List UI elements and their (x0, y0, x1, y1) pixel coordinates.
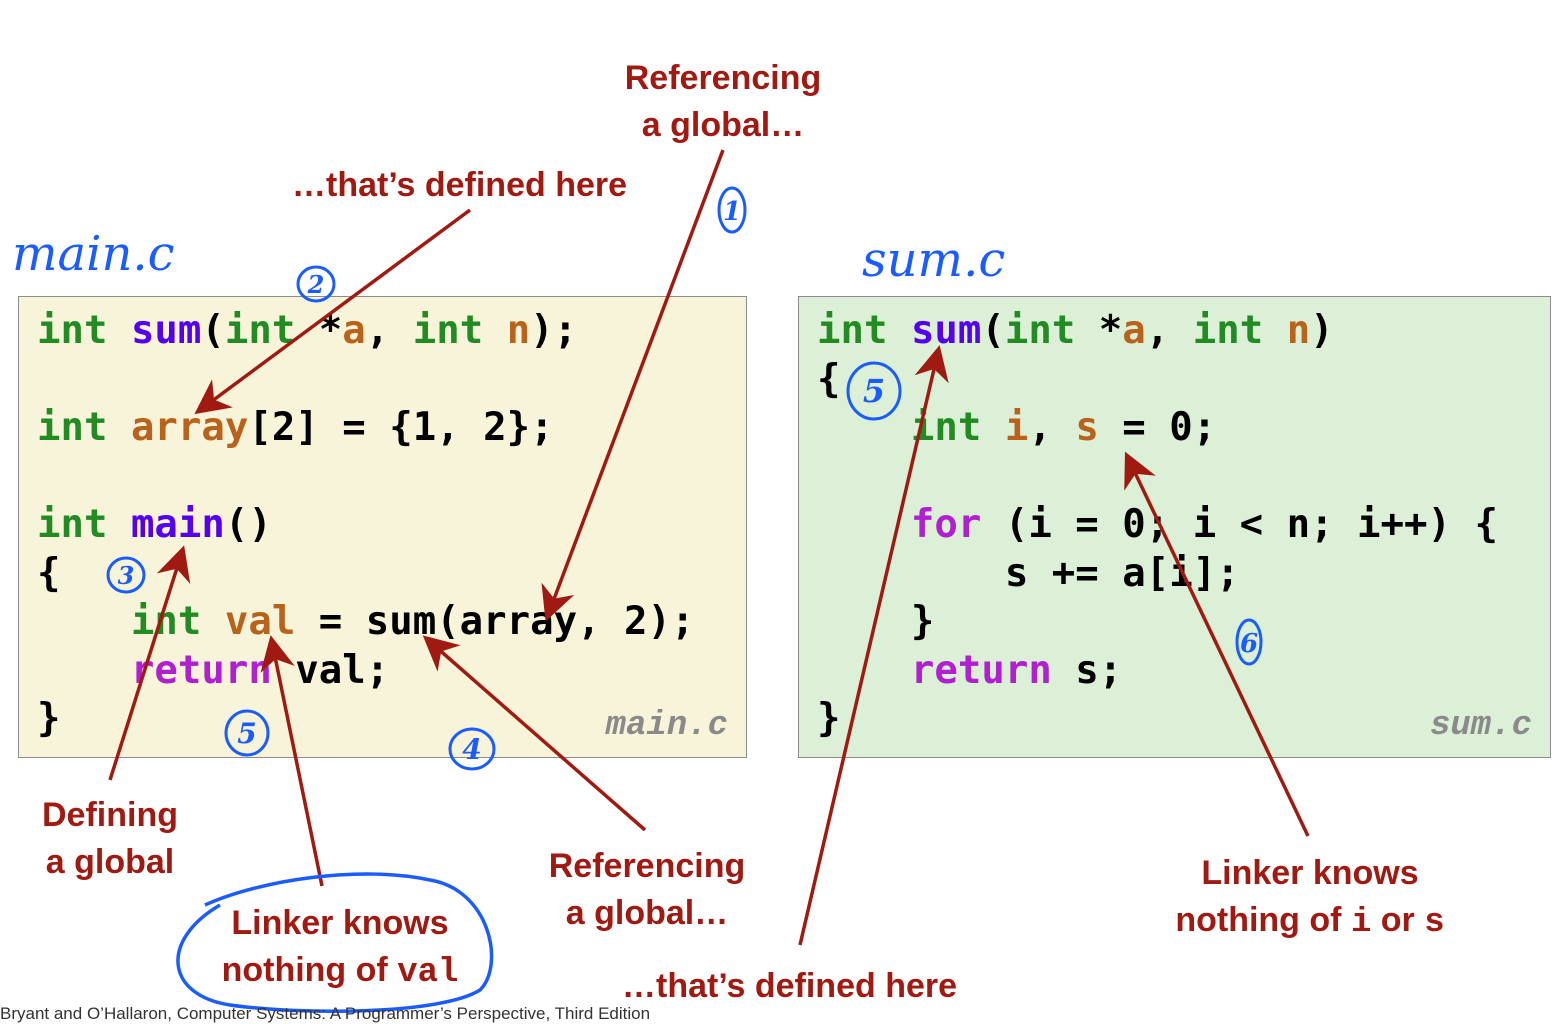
handwritten-number-1-circle (717, 186, 747, 234)
annotation-referencing-top: Referencing a global… (624, 59, 822, 144)
code-line-accumulate: s += a[i]; (817, 551, 1240, 596)
code-line-main-def: int main() (37, 502, 272, 547)
annotation-referencing-bottom: Referencing a global… (548, 847, 746, 932)
footer-citation: Bryant and O’Hallaron, Computer Systems:… (0, 1004, 651, 1023)
handwritten-number-5b: 5 (863, 372, 885, 410)
arrow-referencing-to-sum-call (541, 149, 725, 622)
arrow-linker-to-val (260, 635, 324, 887)
handwritten-number-1: 1 (723, 197, 741, 227)
arrow-defined-here-to-array (194, 208, 472, 415)
handwritten-number-2: 2 (307, 270, 325, 299)
arrow-linker-to-s (1124, 451, 1310, 837)
handwritten-number-3: 3 (118, 561, 135, 590)
code-line-for-close: } (817, 599, 935, 644)
annotation-linker-val: Linker knows nothing of val (221, 904, 459, 992)
annotation-defined-here-top: …that’s defined here (292, 166, 628, 204)
code-line-for-loop: for (i = 0; i < n; i++) { (910, 502, 1498, 547)
handwritten-number-5: 5 (237, 717, 256, 750)
code-line-open-brace: { (817, 357, 841, 402)
arrow-referencing-to-sum-bottom (422, 635, 647, 832)
handwritten-number-5b-circle (846, 361, 902, 421)
handwritten-number-4: 4 (462, 733, 481, 766)
handwritten-number-3-circle (106, 556, 146, 594)
code-line-open-brace: { (37, 551, 61, 596)
code-line-return-val: return val; (130, 648, 390, 693)
code-line-return-s: return s; (910, 648, 1123, 693)
sum-c-code-panel: int sum(int *a, int n) { int i, s = 0; f… (798, 296, 1551, 758)
handwritten-number-4-circle (448, 727, 496, 771)
code-line-close-brace: } (817, 696, 841, 741)
code-line-sum-decl: int sum(int *a, int n); (37, 308, 578, 353)
arrow-defined-here-to-sum-def (798, 345, 949, 946)
annotation-defined-here-bottom: …that’s defined here (622, 967, 958, 1005)
handwritten-circle (176, 872, 494, 1013)
arrow-defining-global-to-main (108, 545, 191, 781)
handwritten-number-5-circle (224, 709, 270, 757)
annotation-linker-i-s: Linker knows nothing of i or s (1175, 854, 1445, 942)
sum-c-file-label: sum.c (1429, 707, 1532, 745)
main-c-file-label: main.c (605, 707, 728, 745)
handwritten-number-6: 6 (1240, 629, 1258, 659)
handwritten-sum-c: sum.c (862, 232, 1006, 288)
handwritten-main-c: main.c (12, 226, 175, 282)
handwritten-number-6-circle (1235, 618, 1263, 666)
annotation-defining-global: Defining a global (42, 796, 178, 881)
code-line-close-brace: } (37, 696, 61, 741)
handwritten-number-2-circle (296, 265, 336, 303)
